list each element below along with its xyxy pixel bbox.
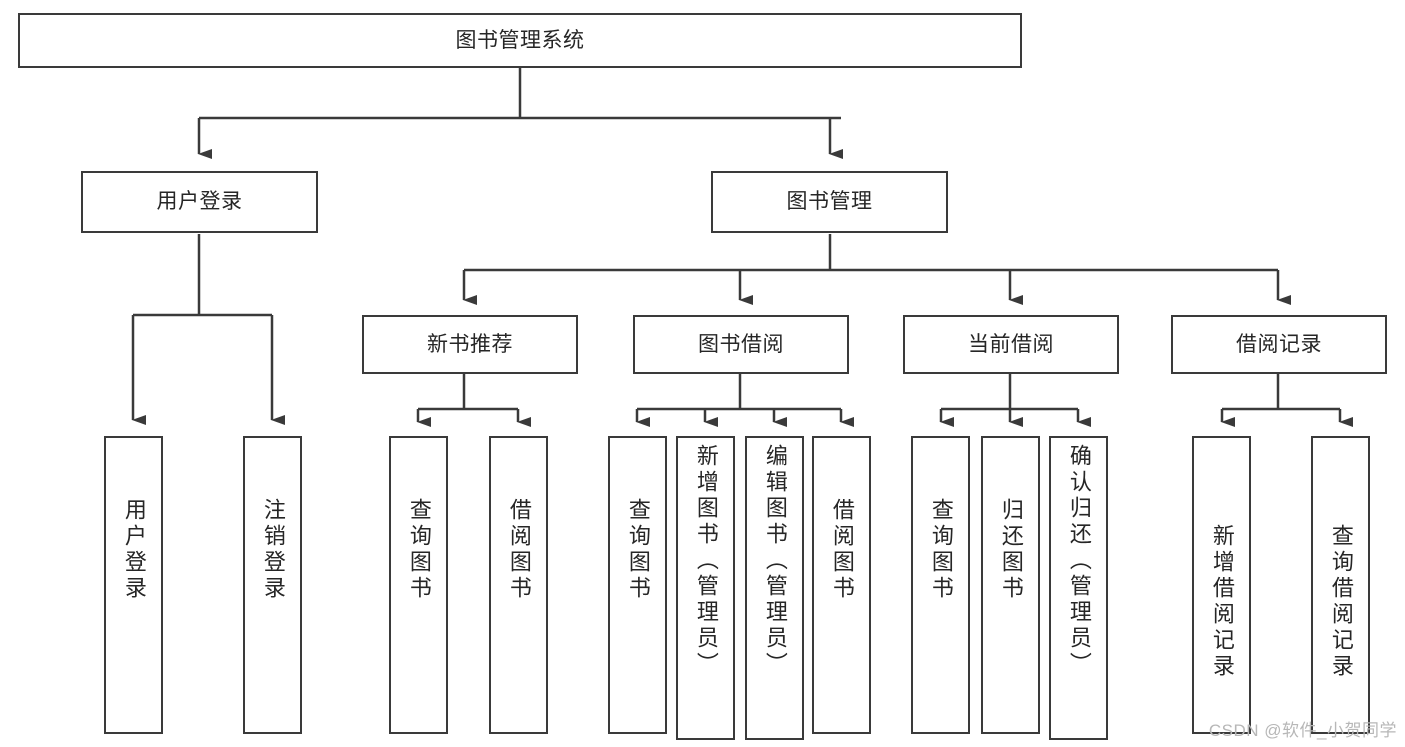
node-label: 用户登录 xyxy=(121,498,147,602)
node-label: 查询借阅记录 xyxy=(1328,524,1354,680)
node-label: 注销登录 xyxy=(260,498,286,602)
node-label: 借阅图书 xyxy=(829,498,855,602)
node-label: 确认归还（管理员） xyxy=(1066,444,1092,678)
node-label: 编辑图书（管理员） xyxy=(762,444,788,678)
node-leaf-query-book-recommend[interactable]: 查询图书 xyxy=(389,436,448,734)
node-current-borrow[interactable]: 当前借阅 xyxy=(903,315,1119,374)
node-label: 新书推荐 xyxy=(427,332,513,356)
node-leaf-borrow-book-recommend[interactable]: 借阅图书 xyxy=(489,436,548,734)
node-leaf-return-book[interactable]: 归还图书 xyxy=(981,436,1040,734)
node-label: 借阅记录 xyxy=(1236,332,1322,356)
node-leaf-user-login[interactable]: 用户登录 xyxy=(104,436,163,734)
node-book-borrow[interactable]: 图书借阅 xyxy=(633,315,849,374)
node-leaf-edit-book-admin[interactable]: 编辑图书（管理员） xyxy=(745,436,804,740)
node-label: 查询图书 xyxy=(625,498,651,602)
node-leaf-confirm-return-admin[interactable]: 确认归还（管理员） xyxy=(1049,436,1108,740)
node-leaf-query-book-current[interactable]: 查询图书 xyxy=(911,436,970,734)
node-label: 查询图书 xyxy=(928,498,954,602)
node-label: 新增图书（管理员） xyxy=(693,444,719,678)
node-borrow-record[interactable]: 借阅记录 xyxy=(1171,315,1387,374)
node-label: 图书管理 xyxy=(786,190,873,214)
node-leaf-logout[interactable]: 注销登录 xyxy=(243,436,302,734)
node-new-book-recommend[interactable]: 新书推荐 xyxy=(362,315,578,374)
node-label: 图书管理系统 xyxy=(455,28,585,52)
node-user-login[interactable]: 用户登录 xyxy=(81,171,318,233)
node-leaf-query-borrow-record[interactable]: 查询借阅记录 xyxy=(1311,436,1370,734)
node-label: 当前借阅 xyxy=(968,332,1054,356)
node-label: 查询图书 xyxy=(406,498,432,602)
node-label: 借阅图书 xyxy=(506,498,532,602)
node-book-management[interactable]: 图书管理 xyxy=(711,171,948,233)
node-label: 用户登录 xyxy=(156,190,243,214)
node-leaf-query-book-borrow[interactable]: 查询图书 xyxy=(608,436,667,734)
node-root-system[interactable]: 图书管理系统 xyxy=(18,13,1022,68)
node-leaf-add-borrow-record[interactable]: 新增借阅记录 xyxy=(1192,436,1251,734)
node-leaf-add-book-admin[interactable]: 新增图书（管理员） xyxy=(676,436,735,740)
node-leaf-borrow-book[interactable]: 借阅图书 xyxy=(812,436,871,734)
node-label: 图书借阅 xyxy=(698,332,784,356)
node-label: 新增借阅记录 xyxy=(1209,524,1235,680)
node-label: 归还图书 xyxy=(998,498,1024,602)
